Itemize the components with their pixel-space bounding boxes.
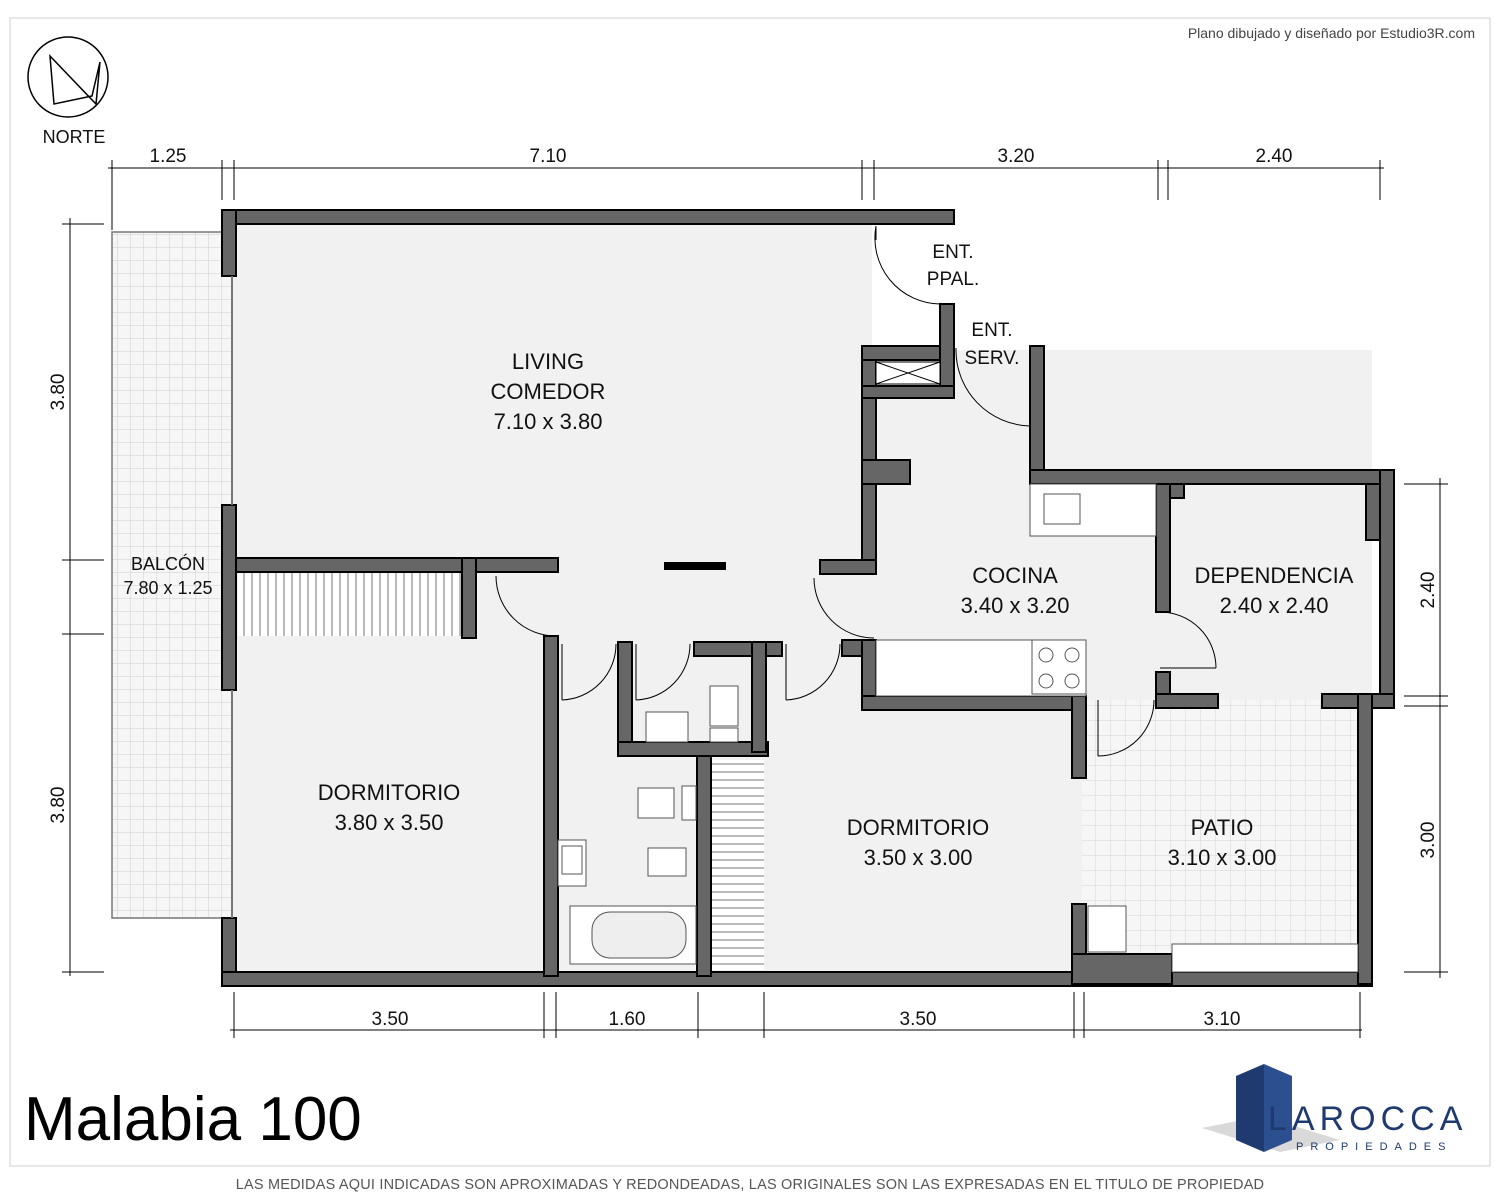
walls [221, 209, 1395, 987]
dim-right-2: 3.00 [1418, 822, 1439, 859]
living-label-line2: COMEDOR [491, 379, 606, 404]
dim-top-2: 7.10 [530, 146, 567, 167]
closet-hatch [238, 570, 464, 636]
closet-hatch-2 [712, 760, 764, 970]
dim-bottom-4: 3.10 [1204, 1009, 1241, 1030]
dormitorio1-size: 3.80 x 3.50 [335, 810, 444, 835]
bedroom2-floor [872, 700, 1082, 972]
patio-label: PATIO [1191, 815, 1254, 840]
disclaimer-text: LAS MEDIDAS AQUI INDICADAS SON APROXIMAD… [236, 1177, 1264, 1193]
living-label-line1: LIVING [512, 349, 584, 374]
dependencia-size: 2.40 x 2.40 [1220, 593, 1329, 618]
compass-label: NORTE [43, 127, 106, 147]
dim-bottom-3: 3.50 [900, 1009, 937, 1030]
brand-name: LAROCCA [1268, 1100, 1467, 1138]
larocca-logo-icon [1202, 1064, 1340, 1152]
dim-top-3: 3.20 [998, 146, 1035, 167]
property-name: Malabia 100 [24, 1085, 362, 1154]
dim-left-2: 3.80 [48, 787, 69, 824]
page-frame [9, 17, 1491, 1167]
service-entrance-line2: SERV. [965, 348, 1020, 369]
balcony-floor [111, 231, 233, 919]
main-entrance-line2: PPAL. [927, 269, 979, 290]
dormitorio2-size: 3.50 x 3.00 [864, 845, 973, 870]
credit-text: Plano dibujado y diseñado por Estudio3R.… [1188, 25, 1475, 41]
cocina-label: COCINA [972, 563, 1058, 588]
brand-sub: PROPIEDADES [1296, 1141, 1452, 1153]
dormitorio2-label: DORMITORIO [847, 815, 990, 840]
fixtures [557, 483, 1359, 973]
service-entrance-line1: ENT. [971, 320, 1012, 341]
north-compass-icon [27, 36, 109, 118]
patio-floor [1082, 700, 1362, 972]
dormitorio1-label: DORMITORIO [318, 780, 461, 805]
dim-bottom-1: 3.50 [372, 1009, 409, 1030]
cocina-size: 3.40 x 3.20 [961, 593, 1070, 618]
dim-right-1: 2.40 [1418, 572, 1439, 609]
dim-bottom-2: 1.60 [609, 1009, 646, 1030]
dimension-lines [62, 160, 1448, 1038]
dim-top-1: 1.25 [150, 146, 187, 167]
balcon-label: BALCÓN [131, 553, 205, 574]
living-size: 7.10 x 3.80 [494, 409, 603, 434]
dim-left-1: 3.80 [48, 374, 69, 411]
main-entrance-line1: ENT. [932, 242, 973, 263]
patio-size: 3.10 x 3.00 [1168, 845, 1277, 870]
dependencia-label: DEPENDENCIA [1195, 563, 1354, 588]
balcon-size: 7.80 x 1.25 [123, 578, 212, 598]
doors [495, 225, 1217, 757]
dim-top-4: 2.40 [1256, 146, 1293, 167]
